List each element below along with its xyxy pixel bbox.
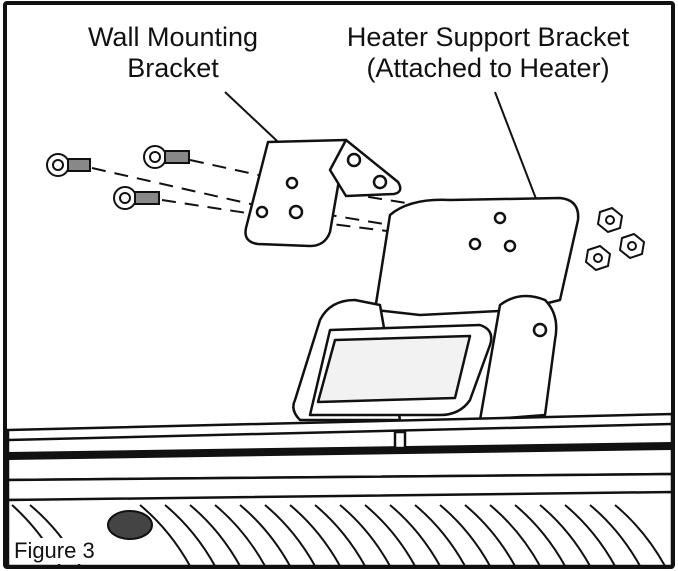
- heater-support-bracket-label: Heater Support Bracket (Attached to Heat…: [318, 22, 658, 84]
- heater-support-bracket: [292, 196, 580, 422]
- heater-body: [6, 412, 674, 568]
- heater-label-line-2: (Attached to Heater): [366, 53, 610, 83]
- wall-label-line-2: Bracket: [127, 53, 219, 83]
- wall-mounting-bracket-label: Wall Mounting Bracket: [58, 22, 288, 84]
- wall-mounting-bracket: [244, 138, 402, 248]
- bolt-2: [143, 145, 190, 169]
- nuts: [584, 206, 646, 272]
- wall-label-line-1: Wall Mounting: [87, 22, 259, 52]
- bolt-1: [46, 153, 91, 177]
- heater-grille: [11, 504, 666, 567]
- heater-label-line-1: Heater Support Bracket: [346, 22, 630, 52]
- bolt-3: [113, 186, 160, 210]
- figure-caption: Figure 3: [10, 538, 99, 564]
